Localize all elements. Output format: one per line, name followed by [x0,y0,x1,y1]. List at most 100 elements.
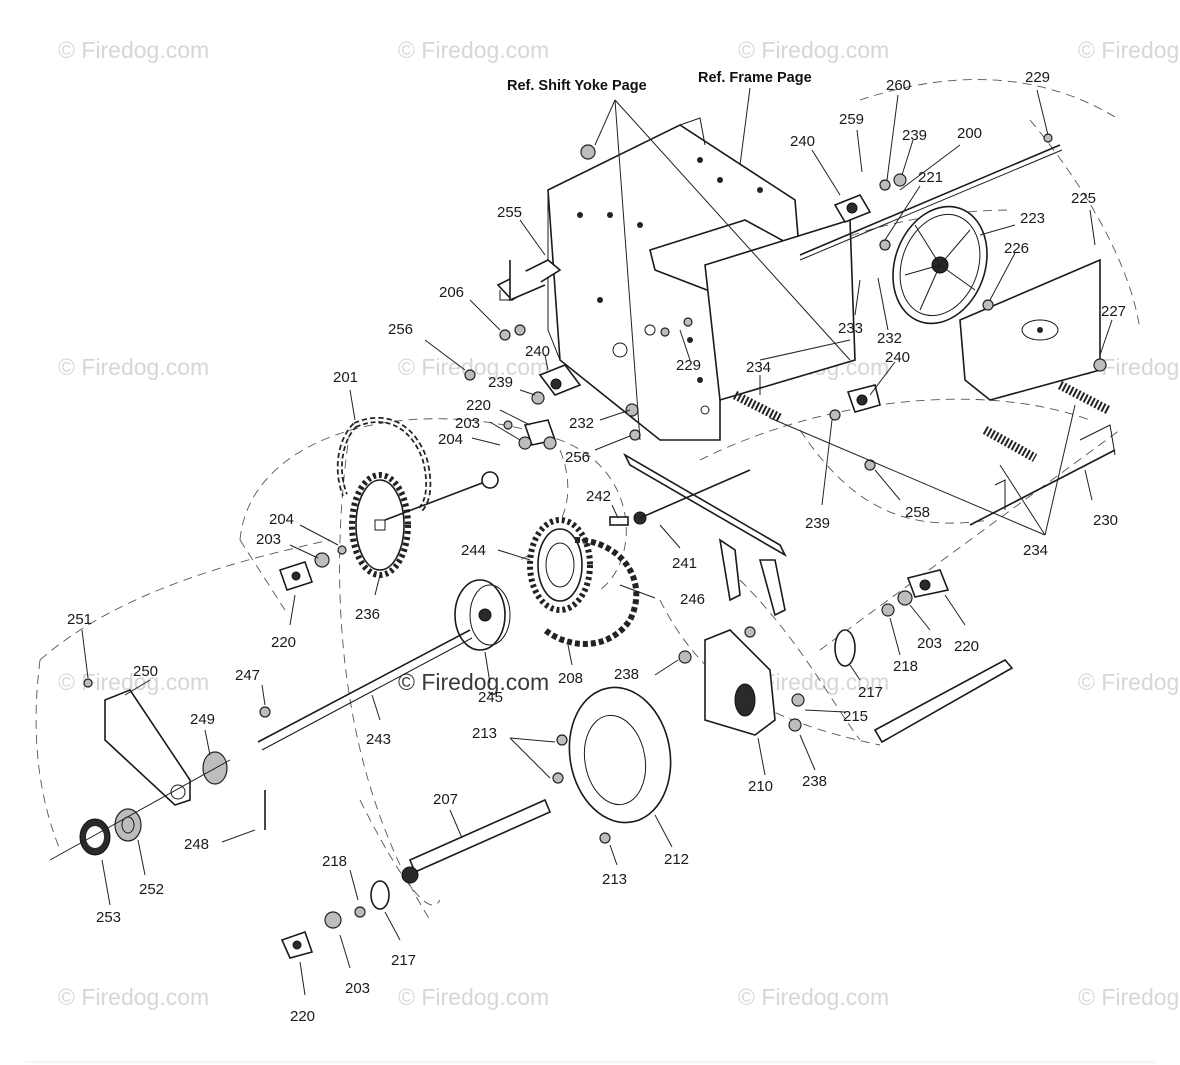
ref-frame-label: Ref. Frame Page [698,70,812,86]
shaft-200 [799,144,1061,256]
part-label: 213 [602,871,627,888]
watermark-layer: © Firedog.com © Firedog.com © Firedog.co… [58,37,1180,1010]
watermark: © Firedog.com [1078,984,1180,1010]
springs [732,381,1111,462]
watermark: © Firedog.com [58,37,209,63]
part-label: 260 [886,77,911,94]
part-label: 234 [746,359,771,376]
part-label: 253 [96,909,121,926]
part-label: 251 [67,611,92,628]
part-label: 207 [433,791,458,808]
part-label: 238 [802,773,827,790]
part-label: 246 [680,591,705,608]
part-label: 250 [133,663,158,680]
part-label: 243 [366,731,391,748]
part-label: 218 [893,658,918,675]
watermark: © Firedog.com [58,984,209,1010]
part-label: 217 [391,952,416,969]
part-label: 248 [184,836,209,853]
part-label: 233 [838,320,863,337]
part-label: 238 [614,666,639,683]
pulley-223 [892,205,988,325]
part-label: 242 [586,488,611,505]
shaft-sprocket [384,479,491,521]
part-label: 213 [472,725,497,742]
part-label: 245 [478,689,503,706]
part-label: 200 [957,125,982,142]
part-label: 252 [139,881,164,898]
frame-assembly [496,117,1101,441]
watermark: © Firedog.com [398,37,549,63]
watermark: © Firedog.com [1078,37,1180,63]
part-label: 203 [345,980,370,997]
part-label: 236 [355,606,380,623]
part-labels: 229 260 259 239 200 240 221 255 223 225 … [67,69,1126,1025]
part-label: 206 [439,284,464,301]
part-label: 220 [954,638,979,655]
part-label: 249 [190,711,215,728]
part-label: 201 [333,369,358,386]
part-label: 212 [664,851,689,868]
arm-250 [104,689,191,806]
part-label: 218 [322,853,347,870]
part-label: 227 [1101,303,1126,320]
part-label: 217 [858,684,883,701]
part-label: 230 [1093,512,1118,529]
part-label: 255 [497,204,522,221]
part-label: 223 [1020,210,1045,227]
hub-245 [454,579,511,651]
part-label: 229 [676,357,701,374]
hardware [83,133,1107,929]
part-label: 203 [455,415,480,432]
part-label: 240 [885,349,910,366]
pulley-212 [568,686,672,824]
watermark: © Firedog.com [398,984,549,1010]
axle-243 [257,629,471,743]
part-label: 210 [748,778,773,795]
leader-lines [81,87,1113,996]
rod-255-lower [873,658,1014,744]
part-label: 204 [269,511,294,528]
part-label: 239 [488,374,513,391]
part-label: 221 [918,169,943,186]
bracket-230 [969,424,1116,526]
part-label: 239 [805,515,830,532]
part-label: 234 [1023,542,1048,559]
ref-shift-yoke-label: Ref. Shift Yoke Page [507,78,647,94]
rod-255-upper [509,260,546,302]
watermark: © Firedog.com [738,37,889,63]
part-label: 232 [877,330,902,347]
part-label: 256 [388,321,413,338]
sprocket-236 [349,472,411,578]
bracket-210 [704,629,776,736]
part-label: 232 [569,415,594,432]
part-label: 220 [290,1008,315,1025]
part-label: 208 [558,670,583,687]
part-label: 204 [438,431,463,448]
watermark: © Firedog.com [1078,669,1180,695]
bushings [79,751,228,856]
part-label: 225 [1071,190,1096,207]
part-label: 220 [466,397,491,414]
shift-rod-241 [623,452,787,617]
watermark: © Firedog.com [58,669,209,695]
part-label: 203 [917,635,942,652]
part-label: 226 [1004,240,1029,257]
part-label: 256 [565,449,590,466]
watermark: © Firedog.com [738,984,889,1010]
part-label: 258 [905,504,930,521]
watermark-center: © Firedog.com [398,669,549,695]
part-label: 241 [672,555,697,572]
part-label: 240 [790,133,815,150]
watermark: © Firedog.com [58,354,209,380]
part-label: 215 [843,708,868,725]
part-label: 240 [525,343,550,360]
sprocket-244 [527,517,593,613]
chain-208 [543,537,640,647]
part-label: 244 [461,542,486,559]
chain-201 [336,417,432,513]
part-label: 259 [839,111,864,128]
part-label: 229 [1025,69,1050,86]
part-label: 220 [271,634,296,651]
shaft-207 [401,798,552,884]
